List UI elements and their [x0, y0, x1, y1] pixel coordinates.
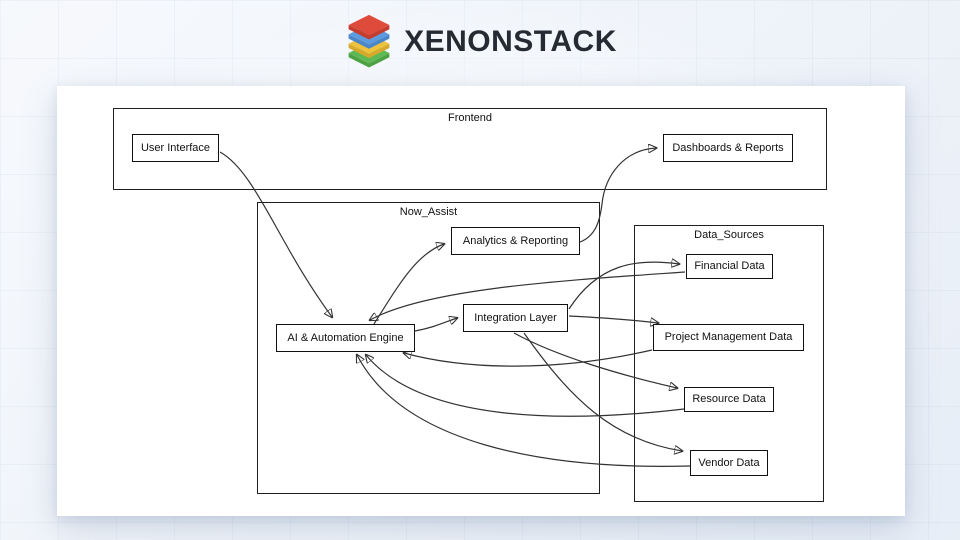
- container-data-sources: Data_Sources: [634, 225, 824, 502]
- node-analytics-reporting-label: Analytics & Reporting: [462, 234, 569, 247]
- node-financial-data: Financial Data: [686, 254, 773, 279]
- node-resource-data-label: Resource Data: [692, 393, 766, 406]
- node-vendor-data: Vendor Data: [690, 450, 768, 476]
- container-data-sources-title: Data_Sources: [694, 229, 764, 241]
- node-vendor-data-label: Vendor Data: [698, 456, 760, 469]
- edge-integration-to-vendor: [523, 332, 682, 451]
- node-project-management-data: Project Management Data: [653, 324, 804, 351]
- xenonstack-logo-icon: [348, 14, 390, 68]
- edge-ai-to-integration: [414, 318, 457, 332]
- node-ai-automation-engine: AI & Automation Engine: [276, 324, 415, 352]
- node-analytics-reporting: Analytics & Reporting: [451, 227, 580, 255]
- node-dashboards-reports-label: Dashboards & Reports: [672, 141, 784, 154]
- node-dashboards-reports: Dashboards & Reports: [663, 134, 793, 162]
- edge-resource-to-ai: [366, 355, 685, 417]
- container-frontend: Frontend: [113, 108, 827, 190]
- node-ai-automation-engine-label: AI & Automation Engine: [287, 331, 404, 344]
- edge-pm-to-ai: [404, 349, 653, 367]
- node-financial-data-label: Financial Data: [694, 260, 765, 273]
- edge-vendor-to-ai: [357, 355, 691, 467]
- node-resource-data: Resource Data: [684, 387, 774, 412]
- edge-ai-to-analytics: [373, 244, 444, 325]
- brand-header: XENONSTACK: [0, 14, 960, 70]
- node-user-interface: User Interface: [132, 134, 219, 162]
- edge-integration-to-financial: [568, 262, 679, 310]
- node-integration-layer-label: Integration Layer: [474, 311, 557, 324]
- node-project-management-data-label: Project Management Data: [664, 331, 793, 344]
- node-user-interface-label: User Interface: [140, 141, 211, 154]
- container-now-assist: Now_Assist: [257, 202, 600, 494]
- container-frontend-title: Frontend: [447, 112, 493, 124]
- container-now-assist-title: Now_Assist: [399, 206, 458, 218]
- node-integration-layer: Integration Layer: [463, 304, 568, 332]
- edge-ui-to-ai: [219, 151, 332, 317]
- edge-financial-to-ai: [370, 271, 686, 320]
- brand-name: XENONSTACK: [404, 25, 617, 58]
- edge-integration-to-pm: [568, 315, 658, 323]
- edge-analytics-to-dashboards: [579, 148, 656, 243]
